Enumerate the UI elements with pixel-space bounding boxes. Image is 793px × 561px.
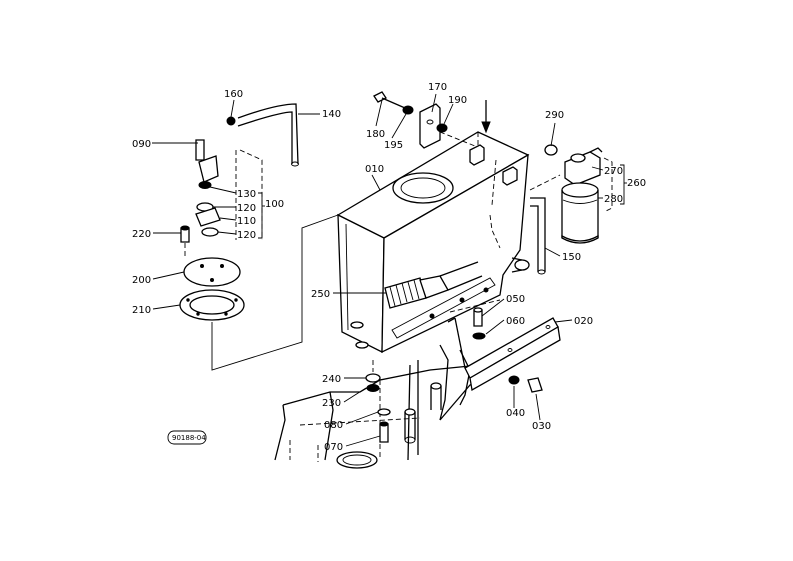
drawing-code: 90188-04 xyxy=(167,430,207,445)
label-140: 140 xyxy=(322,109,341,120)
label-050: 050 xyxy=(506,294,525,305)
cover-plate xyxy=(179,214,339,371)
label-160: 160 xyxy=(224,89,243,100)
label-120b: 120 xyxy=(237,230,256,241)
lower-hardware xyxy=(226,116,558,443)
fitting-stack xyxy=(180,139,263,258)
label-220: 220 xyxy=(132,229,151,240)
label-230: 230 xyxy=(322,398,341,409)
label-210: 210 xyxy=(132,305,151,316)
label-150: 150 xyxy=(562,252,581,263)
label-180: 180 xyxy=(366,129,385,140)
label-110: 110 xyxy=(237,216,256,227)
pipe-150 xyxy=(529,174,561,275)
label-030: 030 xyxy=(532,421,551,432)
hydraulic-tank xyxy=(336,100,530,354)
drawing-code-text: 90188-04 xyxy=(172,434,206,442)
label-010: 010 xyxy=(365,164,384,175)
group-brackets xyxy=(258,164,627,239)
top-hardware xyxy=(373,91,476,149)
label-170: 170 xyxy=(428,82,447,93)
label-020: 020 xyxy=(574,316,593,327)
label-200: 200 xyxy=(132,275,151,286)
label-250: 250 xyxy=(311,289,330,300)
filter-assembly xyxy=(561,147,613,244)
label-060: 060 xyxy=(506,316,525,327)
label-280: 280 xyxy=(604,194,623,205)
label-100: 100 xyxy=(265,199,284,210)
hose-140 xyxy=(237,103,299,167)
label-260: 260 xyxy=(627,178,646,189)
label-195: 195 xyxy=(384,140,403,151)
label-070: 070 xyxy=(324,442,343,453)
leader-lines xyxy=(152,93,604,447)
strainer-250 xyxy=(384,261,483,309)
bracket-020 xyxy=(447,299,561,392)
label-190: 190 xyxy=(448,95,467,106)
label-290: 290 xyxy=(545,110,564,121)
part-labels: 090 160 140 130 120 100 110 120 220 200 … xyxy=(132,82,646,453)
label-040: 040 xyxy=(506,408,525,419)
label-080: 080 xyxy=(324,420,343,431)
label-130: 130 xyxy=(237,189,256,200)
label-090: 090 xyxy=(132,139,151,150)
base-frame xyxy=(274,344,491,469)
label-240: 240 xyxy=(322,374,341,385)
label-270: 270 xyxy=(604,166,623,177)
label-120a: 120 xyxy=(237,203,256,214)
